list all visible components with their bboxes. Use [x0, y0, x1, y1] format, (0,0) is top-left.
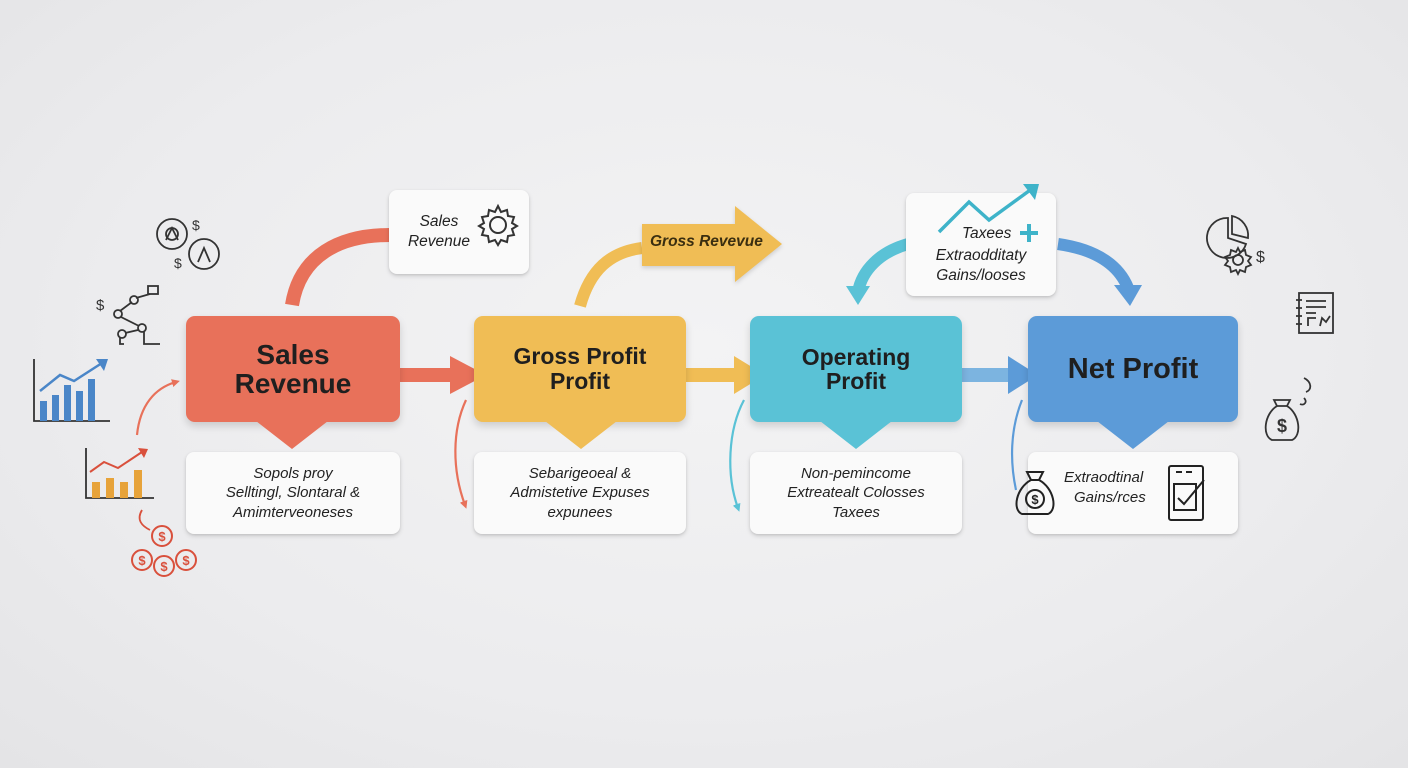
dollar-network-icon: $ $: [156, 217, 220, 271]
stage-2-title-line-2: Profit: [549, 368, 611, 394]
coins-icon: $ $ $ $: [131, 509, 197, 577]
connector-charts-to-sales: [135, 379, 180, 436]
stage-2-notch: [545, 421, 617, 449]
detail-3-line-1: Non-pemincome: [800, 464, 912, 482]
gross-revenue-label: Gross Revevue: [650, 233, 763, 250]
detail-1-line-3: Amimterveoneses: [232, 503, 354, 521]
arrow-head-operating-net: [1008, 356, 1038, 394]
detail-4-line-1: Extraodtinal: [1064, 469, 1144, 486]
detail-2-line-1: Sebarigeoeal &: [528, 464, 632, 482]
blue-arrowhead-right: [1114, 285, 1142, 306]
connector-sales-to-callout: [285, 228, 391, 307]
connector-taxes-to-operating: [852, 238, 910, 294]
stage-4-title-line-1: Net Profit: [1067, 352, 1199, 385]
detail-card-operating: Non-pemincome Extreatealt Colosses Taxee…: [750, 452, 962, 534]
arrow-head-sales-gross: [450, 356, 486, 394]
callout-taxes-gains: Taxees Extraodditaty Gains/looses: [906, 193, 1056, 296]
pie-gear-icon: $: [1206, 214, 1265, 277]
gross-revenue-arrow: [642, 206, 782, 282]
stage-3-notch: [820, 421, 892, 449]
detail-card-gross: Sebarigeoeal & Admistetive Expuses expun…: [474, 452, 686, 534]
svg-text:$: $: [1256, 249, 1265, 266]
detail-4-line-2: Gains/rces: [1074, 488, 1146, 506]
arrow-shaft-operating-net: [962, 368, 1010, 382]
stage-3-title-line-1: Operating: [801, 343, 911, 370]
gear-icon: [477, 203, 519, 247]
stage-gross-profit: Gross Profit Profit: [474, 316, 686, 422]
callout-extraordinary-line-2: Gains/looses: [936, 266, 1026, 284]
detail-1-line-1: Sopols proy: [253, 464, 333, 482]
trend-arrow-icon: [937, 184, 1039, 234]
stage-3-title-line-2: Profit: [825, 368, 887, 394]
svg-text:$: $: [1277, 416, 1287, 436]
callout-sales-revenue: Sales Revenue: [389, 190, 529, 274]
checklist-icon: [1168, 465, 1205, 521]
stage-2-title-line-1: Gross Profit: [513, 342, 647, 369]
teal-arrowhead-left: [846, 286, 870, 305]
detail-1-line-2: Selltingl, Slontaral &: [225, 484, 361, 502]
connector-taxes-to-net: [1057, 238, 1134, 291]
report-icon: [1296, 292, 1334, 334]
svg-text:$: $: [96, 297, 105, 314]
detail-3-line-3: Taxees: [832, 503, 880, 521]
arrow-shaft-gross-operating: [686, 368, 736, 382]
stage-sales-revenue: Sales Revenue: [186, 316, 400, 422]
stage-4-notch: [1097, 421, 1169, 449]
svg-text:$: $: [182, 553, 190, 568]
callout-taxes-label: Taxees: [962, 225, 1012, 242]
callout-sales-line-1: Sales: [419, 212, 459, 230]
connector-gross-to-details: [454, 399, 468, 509]
svg-text:$: $: [192, 217, 200, 233]
plus-icon: [1020, 224, 1038, 242]
callout-extraordinary-line-1: Extraodditaty: [935, 246, 1027, 264]
arrow-shaft-sales-gross: [400, 368, 452, 382]
money-bag-icon: $: [1015, 471, 1055, 515]
detail-card-sales: Sopols proy Selltingl, Slontaral & Amimt…: [186, 452, 400, 534]
stage-1-notch: [256, 421, 328, 449]
connector-operating-to-details: [729, 399, 745, 512]
stage-operating-profit: Operating Profit: [750, 316, 962, 422]
stage-1-title-line-2: Revenue: [234, 368, 352, 399]
connector-net-to-details: [1010, 399, 1024, 491]
callout-sales-line-2: Revenue: [407, 233, 471, 250]
bar-chart-icon: [85, 448, 154, 499]
network-nodes-icon: $: [96, 285, 160, 345]
svg-text:$: $: [174, 255, 182, 271]
stage-net-profit: Net Profit: [1028, 316, 1238, 422]
svg-text:$: $: [138, 553, 146, 568]
detail-2-line-3: expunees: [547, 503, 613, 521]
svg-text:$: $: [1031, 492, 1039, 507]
money-bag-right-icon: $: [1264, 377, 1312, 441]
growth-chart-icon: [33, 359, 110, 422]
svg-text:$: $: [158, 529, 166, 544]
connector-gross-to-callout: [574, 242, 643, 308]
stage-1-title-line-1: Sales: [256, 338, 330, 370]
detail-3-line-2: Extreatealt Colosses: [787, 484, 925, 502]
arrow-head-gross-operating: [734, 356, 765, 394]
detail-2-line-2: Admistetive Expuses: [510, 484, 650, 502]
svg-text:$: $: [160, 559, 168, 574]
